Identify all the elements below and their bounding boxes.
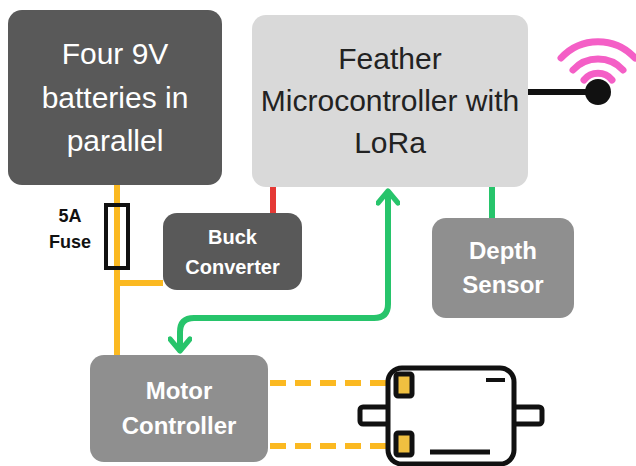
fuse-symbol bbox=[106, 205, 128, 268]
node-text: Four 9V batteries in parallel bbox=[16, 32, 214, 163]
battery-box: Four 9V batteries in parallel bbox=[8, 10, 222, 185]
microcontroller-box: Feather Microcontroller with LoRa bbox=[252, 15, 528, 187]
node-text: Depth Sensor bbox=[440, 234, 566, 301]
motor-wire bbox=[270, 380, 392, 386]
node-text: Motor Controller bbox=[98, 374, 260, 444]
fuse-label: 5A Fuse bbox=[44, 203, 96, 255]
connector bbox=[270, 187, 276, 213]
wireless-symbol bbox=[528, 42, 635, 105]
motor-wire bbox=[270, 443, 392, 449]
node-text: Feather Microcontroller with LoRa bbox=[260, 38, 520, 164]
connector bbox=[489, 187, 495, 218]
motor-symbol bbox=[360, 368, 542, 464]
sensor-box: Depth Sensor bbox=[432, 218, 574, 318]
converter-box: Buck Converter bbox=[163, 213, 302, 290]
node-text: Buck Converter bbox=[171, 222, 294, 282]
controller-box: Motor Controller bbox=[90, 355, 268, 462]
